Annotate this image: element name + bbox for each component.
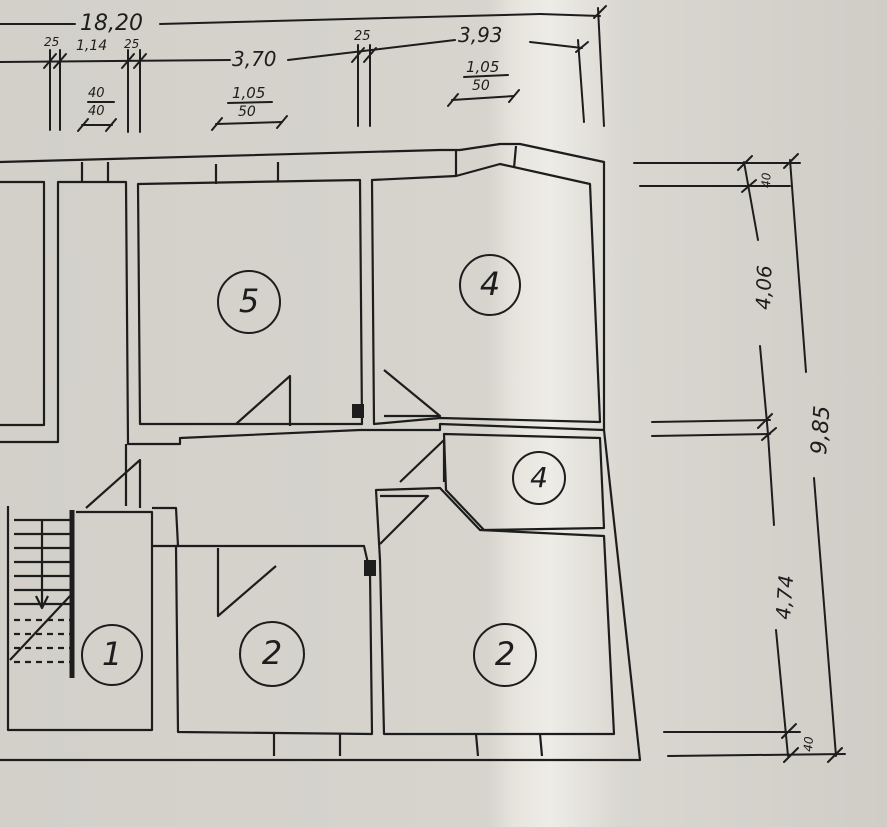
door-room2-right [379, 494, 430, 545]
stair-arrow [35, 520, 49, 610]
door-room1 [85, 458, 142, 509]
tick [737, 155, 753, 171]
tick [783, 747, 799, 763]
dim-total-width: 18,20 [80, 11, 143, 36]
dim-lower-depth: 4,74 [771, 574, 798, 620]
window-room4 [454, 145, 518, 176]
dim-window-room5-bottom: 50 [238, 104, 256, 120]
tick [757, 413, 773, 429]
tick [43, 53, 57, 69]
dim-window-room4-top: 1,05 [466, 58, 499, 76]
room4-lower-wall [442, 432, 606, 532]
room-label-1: 1 [102, 635, 122, 673]
window-bottom-b [474, 733, 544, 757]
chimney [364, 560, 376, 576]
door-room4 [383, 369, 442, 418]
dim-line-total-right [159, 13, 541, 25]
tick [761, 427, 777, 441]
room1-wall [6, 506, 154, 732]
fraction-bar [227, 101, 273, 104]
dim-small-window-bottom: 40 [88, 104, 105, 119]
dim-wall-left-a: 25 [44, 35, 59, 49]
room-circle-4b [512, 451, 566, 505]
window-bottom-a [272, 734, 342, 756]
tick [363, 47, 377, 63]
dim-top-wall: 40 [759, 172, 774, 188]
tick [593, 5, 607, 19]
tick [447, 93, 459, 107]
room-circle-4 [459, 254, 521, 316]
ext-line [651, 433, 771, 437]
tick [827, 747, 843, 763]
ext-line [597, 7, 605, 127]
dim-total-depth: 9,85 [807, 405, 835, 456]
partition [152, 506, 180, 548]
room2-right-wall [374, 486, 616, 736]
dim-bottom-wall: 40 [801, 736, 816, 753]
dim-small-window-top: 40 [88, 86, 105, 101]
tick [77, 118, 89, 132]
room-circle-2 [239, 621, 305, 687]
room-label-2: 2 [262, 634, 282, 672]
room-label-4b: 4 [530, 461, 548, 494]
room-label-5: 5 [239, 282, 259, 320]
room5-wall [136, 178, 364, 426]
dim-wall-right: 25 [354, 29, 371, 44]
chimney [352, 404, 364, 418]
tick [211, 117, 223, 131]
room-circle-2b [473, 623, 537, 687]
dim-wall-left-b: 25 [124, 37, 139, 51]
dim-vert-total-b [813, 477, 837, 757]
room2-left-wall [174, 544, 374, 736]
dim-window-room5-top: 1,05 [232, 84, 265, 102]
tick [133, 53, 147, 69]
dim-corridor-width: 1,14 [76, 38, 107, 54]
tick [351, 47, 365, 63]
corridor-wall [0, 180, 605, 446]
dim-line-right-segment [529, 41, 583, 49]
outer-wall [0, 142, 642, 762]
tick [105, 118, 117, 132]
tick [783, 153, 799, 169]
window-room5 [214, 162, 280, 184]
dim-line-total-end [539, 13, 601, 17]
tick [575, 41, 589, 53]
tick [276, 115, 288, 129]
room-circle-5 [217, 270, 281, 334]
dim-room5-width: 3,70 [232, 47, 277, 71]
ext-line [651, 419, 771, 423]
room-circle-1 [81, 624, 143, 686]
dim-window-room4 [451, 95, 515, 101]
door-room2-left [216, 548, 277, 618]
room-label-2b: 2 [495, 635, 515, 673]
door-room5 [235, 374, 292, 426]
dim-window-room4-bottom: 50 [472, 78, 490, 94]
dim-line-second-left [0, 59, 231, 63]
door-room4-lower [399, 438, 446, 483]
stair-treads-hidden [14, 618, 70, 664]
tick [53, 53, 67, 69]
tick [741, 179, 757, 193]
tick [121, 53, 135, 69]
dim-vert-total [789, 159, 807, 373]
dim-line-second-right [287, 39, 456, 61]
ext-line [577, 39, 585, 123]
left-room-wall [0, 180, 46, 427]
dim-right-width: 3,93 [458, 23, 503, 47]
window-small [80, 162, 110, 182]
dim-vert-upper [743, 161, 759, 241]
ext-line [667, 753, 846, 757]
tick [781, 723, 797, 739]
dim-upper-depth: 4,06 [751, 265, 777, 310]
dim-window-room5 [215, 121, 283, 125]
room-label-4: 4 [480, 265, 500, 303]
tick [508, 89, 520, 103]
stair-break [9, 595, 71, 661]
fraction-bar [463, 74, 509, 78]
dim-vert-lower [767, 433, 775, 526]
room4-upper-wall [370, 162, 602, 426]
